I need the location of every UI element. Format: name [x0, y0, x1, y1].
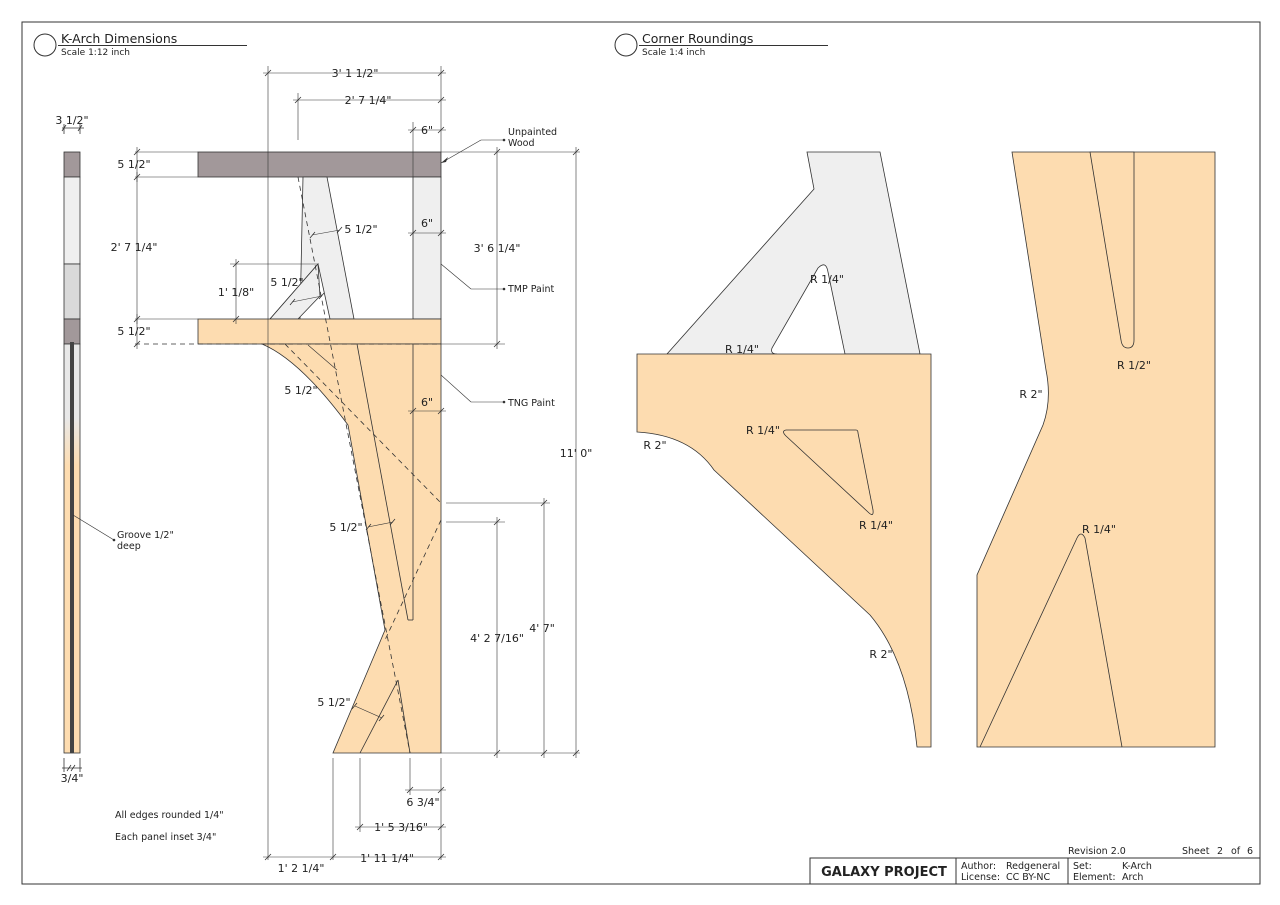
- detail-left-white: [666, 151, 921, 355]
- corner-right-labels: R 1/2" R 2" R 1/4": [1019, 359, 1151, 536]
- dim-brace-bottom: 5 1/2": [317, 696, 350, 709]
- callout-tng-paint: TNG Paint: [507, 398, 555, 409]
- right-view-title: Corner Roundings: [642, 31, 753, 46]
- dim-total-height: 11' 0": [560, 447, 593, 460]
- dim-top-post: 6": [421, 124, 433, 137]
- detail-right-slot: [1089, 151, 1135, 349]
- detail-right-orange: [976, 151, 1216, 748]
- dim-lower-post: 6": [421, 396, 433, 409]
- project-name: GALAXY PROJECT: [821, 865, 947, 880]
- callout-tmp-paint: TMP Paint: [507, 284, 555, 295]
- dim-mid-beam: 5 1/2": [117, 325, 150, 338]
- dim-lower-height-b: 4' 7": [529, 622, 555, 635]
- radius-right-tri: R 1/4": [1082, 523, 1116, 536]
- dim-bottom-c: 1' 11 1/4": [360, 852, 414, 865]
- sheet-border: [21, 21, 1261, 885]
- corner-detail-left: [636, 151, 932, 748]
- detail-left-orange: [636, 353, 932, 748]
- dim-lower-height-a: 4' 2 7/16": [470, 632, 524, 645]
- radius-left-top: R 1/4": [810, 273, 844, 286]
- dim-brace-upper: 5 1/2": [344, 223, 377, 236]
- radius-left-tri-top: R 1/4": [746, 424, 780, 437]
- right-view-scale: Scale 1:4 inch: [642, 48, 705, 58]
- radius-left-tri-bottom: R 1/4": [859, 519, 893, 532]
- revision: Revision 2.0: [1068, 846, 1126, 857]
- right-view-header: Corner Roundings Scale 1:4 inch: [614, 31, 828, 58]
- corner-detail-right: [976, 151, 1216, 748]
- license-value: CC BY-NC: [1006, 872, 1050, 883]
- dim-bottom-d: 1' 2 1/4": [278, 862, 325, 875]
- groove-label: Groove 1/2": [117, 530, 174, 541]
- dim-width-total: 3' 1 1/2": [332, 67, 379, 80]
- corner-left-labels: R 1/4" R 1/4" R 1/4" R 1/4" R 2" R 2": [643, 273, 893, 661]
- dim-bottom-b: 1' 5 3/16": [374, 821, 428, 834]
- notes: All edges rounded 1/4" Each panel inset …: [115, 810, 224, 843]
- groove-label-2: deep: [117, 541, 141, 552]
- sheet-label: Sheet: [1182, 846, 1210, 857]
- dimension-ticks: [133, 69, 580, 861]
- dim-post-width: 6": [421, 217, 433, 230]
- dim-upper-height: 3' 6 1/4": [474, 242, 521, 255]
- dim-width-upper: 2' 7 1/4": [345, 94, 392, 107]
- sheet-of: of: [1231, 846, 1241, 857]
- left-view-title: K-Arch Dimensions: [61, 31, 177, 46]
- dim-top-beam: 5 1/2": [117, 158, 150, 171]
- lower-body: [261, 343, 442, 754]
- dim-brace-lower: 5 1/2": [329, 521, 362, 534]
- radius-left-arc-bottom: R 2": [869, 648, 892, 661]
- element-value: Arch: [1122, 872, 1143, 883]
- left-view-header: K-Arch Dimensions Scale 1:12 inch: [33, 31, 247, 58]
- middle-beam: [197, 318, 442, 345]
- note-inset: Each panel inset 3/4": [115, 832, 216, 843]
- license-label: License:: [961, 872, 1000, 883]
- author-value: Redgeneral: [1006, 861, 1060, 872]
- dim-brace-small: 5 1/2": [270, 276, 303, 289]
- set-value: K-Arch: [1122, 861, 1152, 872]
- radius-right-arc: R 2": [1019, 388, 1042, 401]
- side-view: [61, 124, 116, 772]
- author-label: Author:: [961, 861, 996, 872]
- view-marker-circle: [614, 33, 638, 57]
- arch-elevation: [197, 151, 442, 754]
- view-marker-circle: [33, 33, 57, 57]
- title-block: Revision 2.0 Sheet 2 of 6 GALAXY PROJECT…: [809, 846, 1261, 885]
- dim-offset: 1' 1/8": [218, 286, 254, 299]
- dim-upper-gap: 2' 7 1/4": [111, 241, 158, 254]
- dimension-labels: 3' 1 1/2" 2' 7 1/4" 6" 5 1/2" 2' 7 1/4" …: [111, 67, 593, 875]
- left-view-scale: Scale 1:12 inch: [61, 48, 130, 58]
- groove-strip: [70, 342, 74, 753]
- detail-right-cutout: [979, 533, 1123, 748]
- dim-bottom-a: 6 3/4": [406, 796, 439, 809]
- callout-unpainted: Unpainted: [508, 127, 557, 138]
- upper-post: [412, 176, 442, 320]
- radius-left-arc-top: R 2": [643, 439, 666, 452]
- detail-left-cutout: [783, 429, 874, 515]
- side-bottom-dim: 3/4": [61, 772, 84, 785]
- dim-brace-mid: 5 1/2": [284, 384, 317, 397]
- top-beam: [197, 151, 442, 178]
- note-edges: All edges rounded 1/4": [115, 810, 224, 821]
- sheet-total: 6: [1247, 846, 1253, 857]
- construction-lines: [135, 176, 442, 754]
- callout-unpainted-2: Wood: [508, 138, 535, 149]
- set-label: Set:: [1073, 861, 1092, 872]
- radius-right-top: R 1/2": [1117, 359, 1151, 372]
- dimension-lines: [135, 66, 580, 860]
- callout-labels: Unpainted Wood TMP Paint TNG Paint: [507, 127, 557, 409]
- leader-dots: [441, 138, 506, 404]
- element-label: Element:: [1073, 872, 1116, 883]
- side-top-dim: 3 1/2": [55, 114, 88, 127]
- radius-left-small: R 1/4": [725, 343, 759, 356]
- sheet-number: 2: [1217, 846, 1223, 857]
